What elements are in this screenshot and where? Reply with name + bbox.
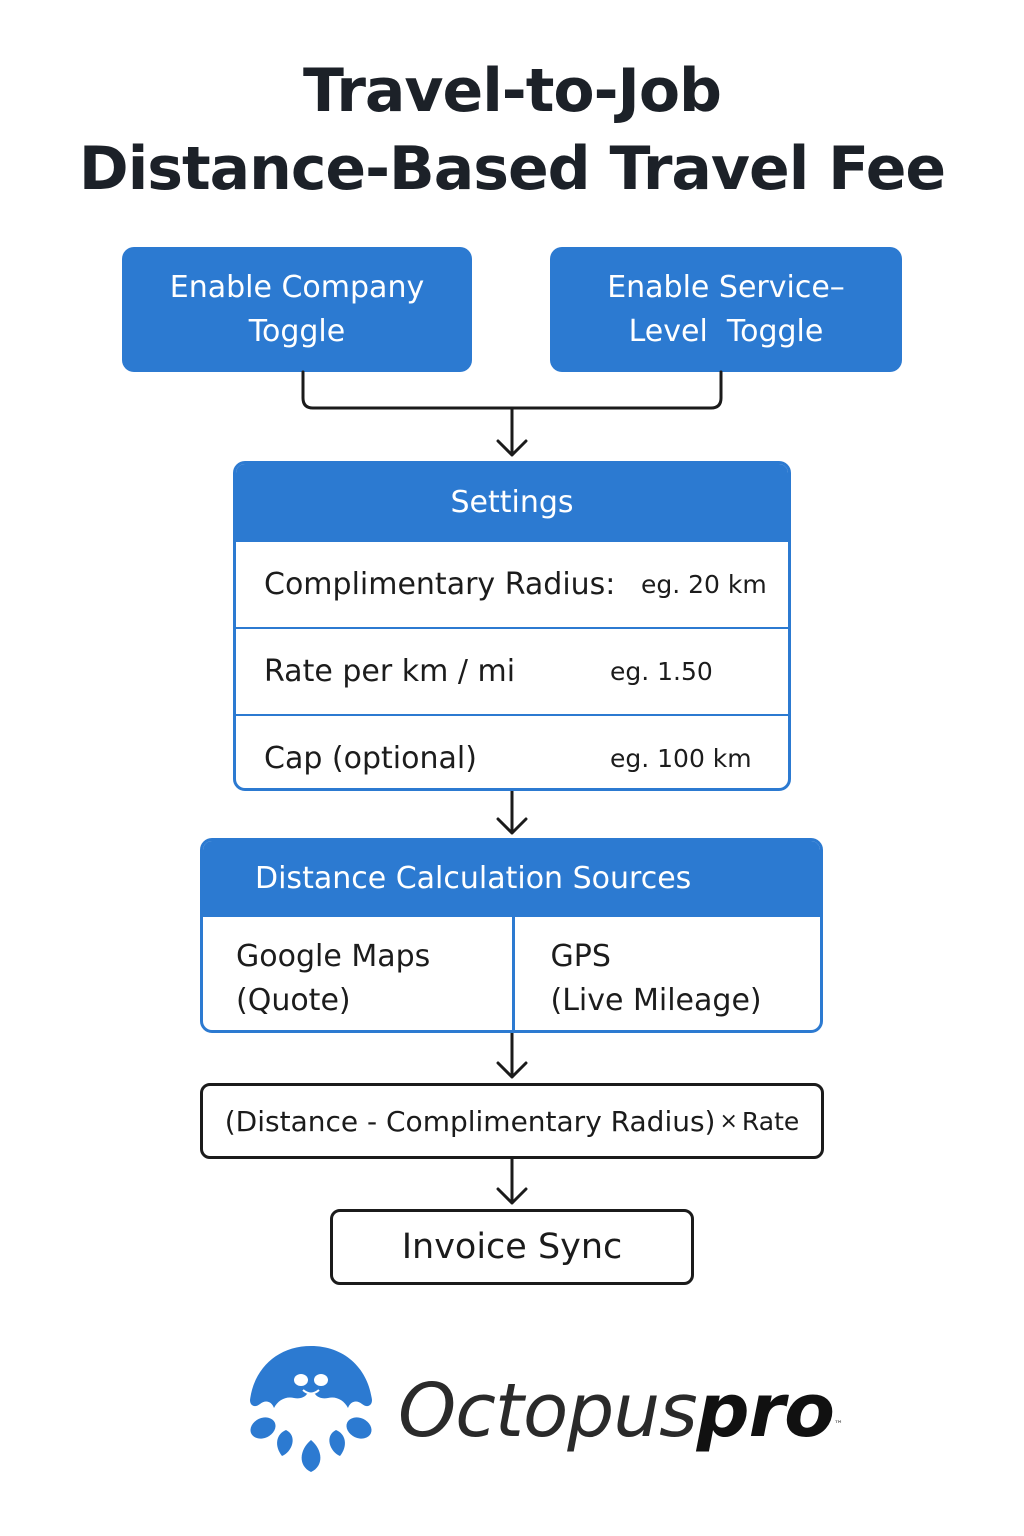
source-google-maps: Google Maps (Quote) [203,917,512,1030]
octopus-logo-icon [250,1346,372,1472]
enable-service-toggle-label-1: Enable Service– [607,269,845,305]
invoice-sync-box: Invoice Sync [330,1209,694,1285]
setting-label: Cap (optional) [264,741,477,776]
enable-company-toggle-label-2: Toggle [248,313,346,349]
toggle-merge-connector [301,370,723,410]
setting-label: Rate per km / mi [264,654,516,689]
arrow-to-formula [496,1031,528,1079]
page-title-line-1: Travel-to-Job [303,56,722,126]
octopuspro-brand-name: Octopuspro™ [398,1366,843,1456]
enable-service-toggle-label-2: Level Toggle [628,313,824,349]
brand-name-bold: pro [696,1368,835,1454]
settings-header: Settings [236,464,788,540]
setting-example: eg. 20 km [641,570,767,599]
invoice-sync-label: Invoice Sync [401,1227,623,1267]
source-gps: GPS (Live Mileage) [511,917,821,1030]
setting-label: Complimentary Radius: [264,567,616,602]
arrow-to-invoice [496,1157,528,1205]
sources-header: Distance Calculation Sources [203,841,820,915]
source-google-line-1: Google Maps [236,939,431,974]
distance-sources-panel: Distance Calculation Sources Google Maps… [200,838,823,1033]
source-gps-line-2: (Live Mileage) [550,983,762,1018]
enable-company-toggle-box: Enable Company Toggle [122,247,472,372]
settings-panel: Settings Complimentary Radius: eg. 20 km… [233,461,791,791]
arrow-to-sources [496,789,528,835]
enable-company-toggle-label-1: Enable Company [169,269,425,305]
setting-row-cap: Cap (optional) eg. 100 km [236,714,788,788]
formula-expression: (Distance - Complimentary Radius) [224,1104,716,1138]
setting-row-complimentary-radius: Complimentary Radius: eg. 20 km [236,540,788,627]
enable-service-level-toggle-box: Enable Service– Level Toggle [550,247,902,372]
multiply-icon: × [719,1108,738,1134]
setting-example: eg. 1.50 [610,657,713,686]
source-google-line-2: (Quote) [236,983,351,1018]
formula-rate: Rate [741,1106,800,1136]
source-gps-line-1: GPS [550,939,611,974]
setting-example: eg. 100 km [610,744,752,773]
brand-name-regular: Octopus [398,1368,698,1454]
fee-formula-box: (Distance - Complimentary Radius) × Rate [200,1083,824,1159]
trademark-symbol: ™ [833,1420,843,1430]
setting-row-rate: Rate per km / mi eg. 1.50 [236,627,788,714]
page-title-line-2: Distance-Based Travel Fee [78,134,946,204]
arrow-to-settings [496,406,528,457]
